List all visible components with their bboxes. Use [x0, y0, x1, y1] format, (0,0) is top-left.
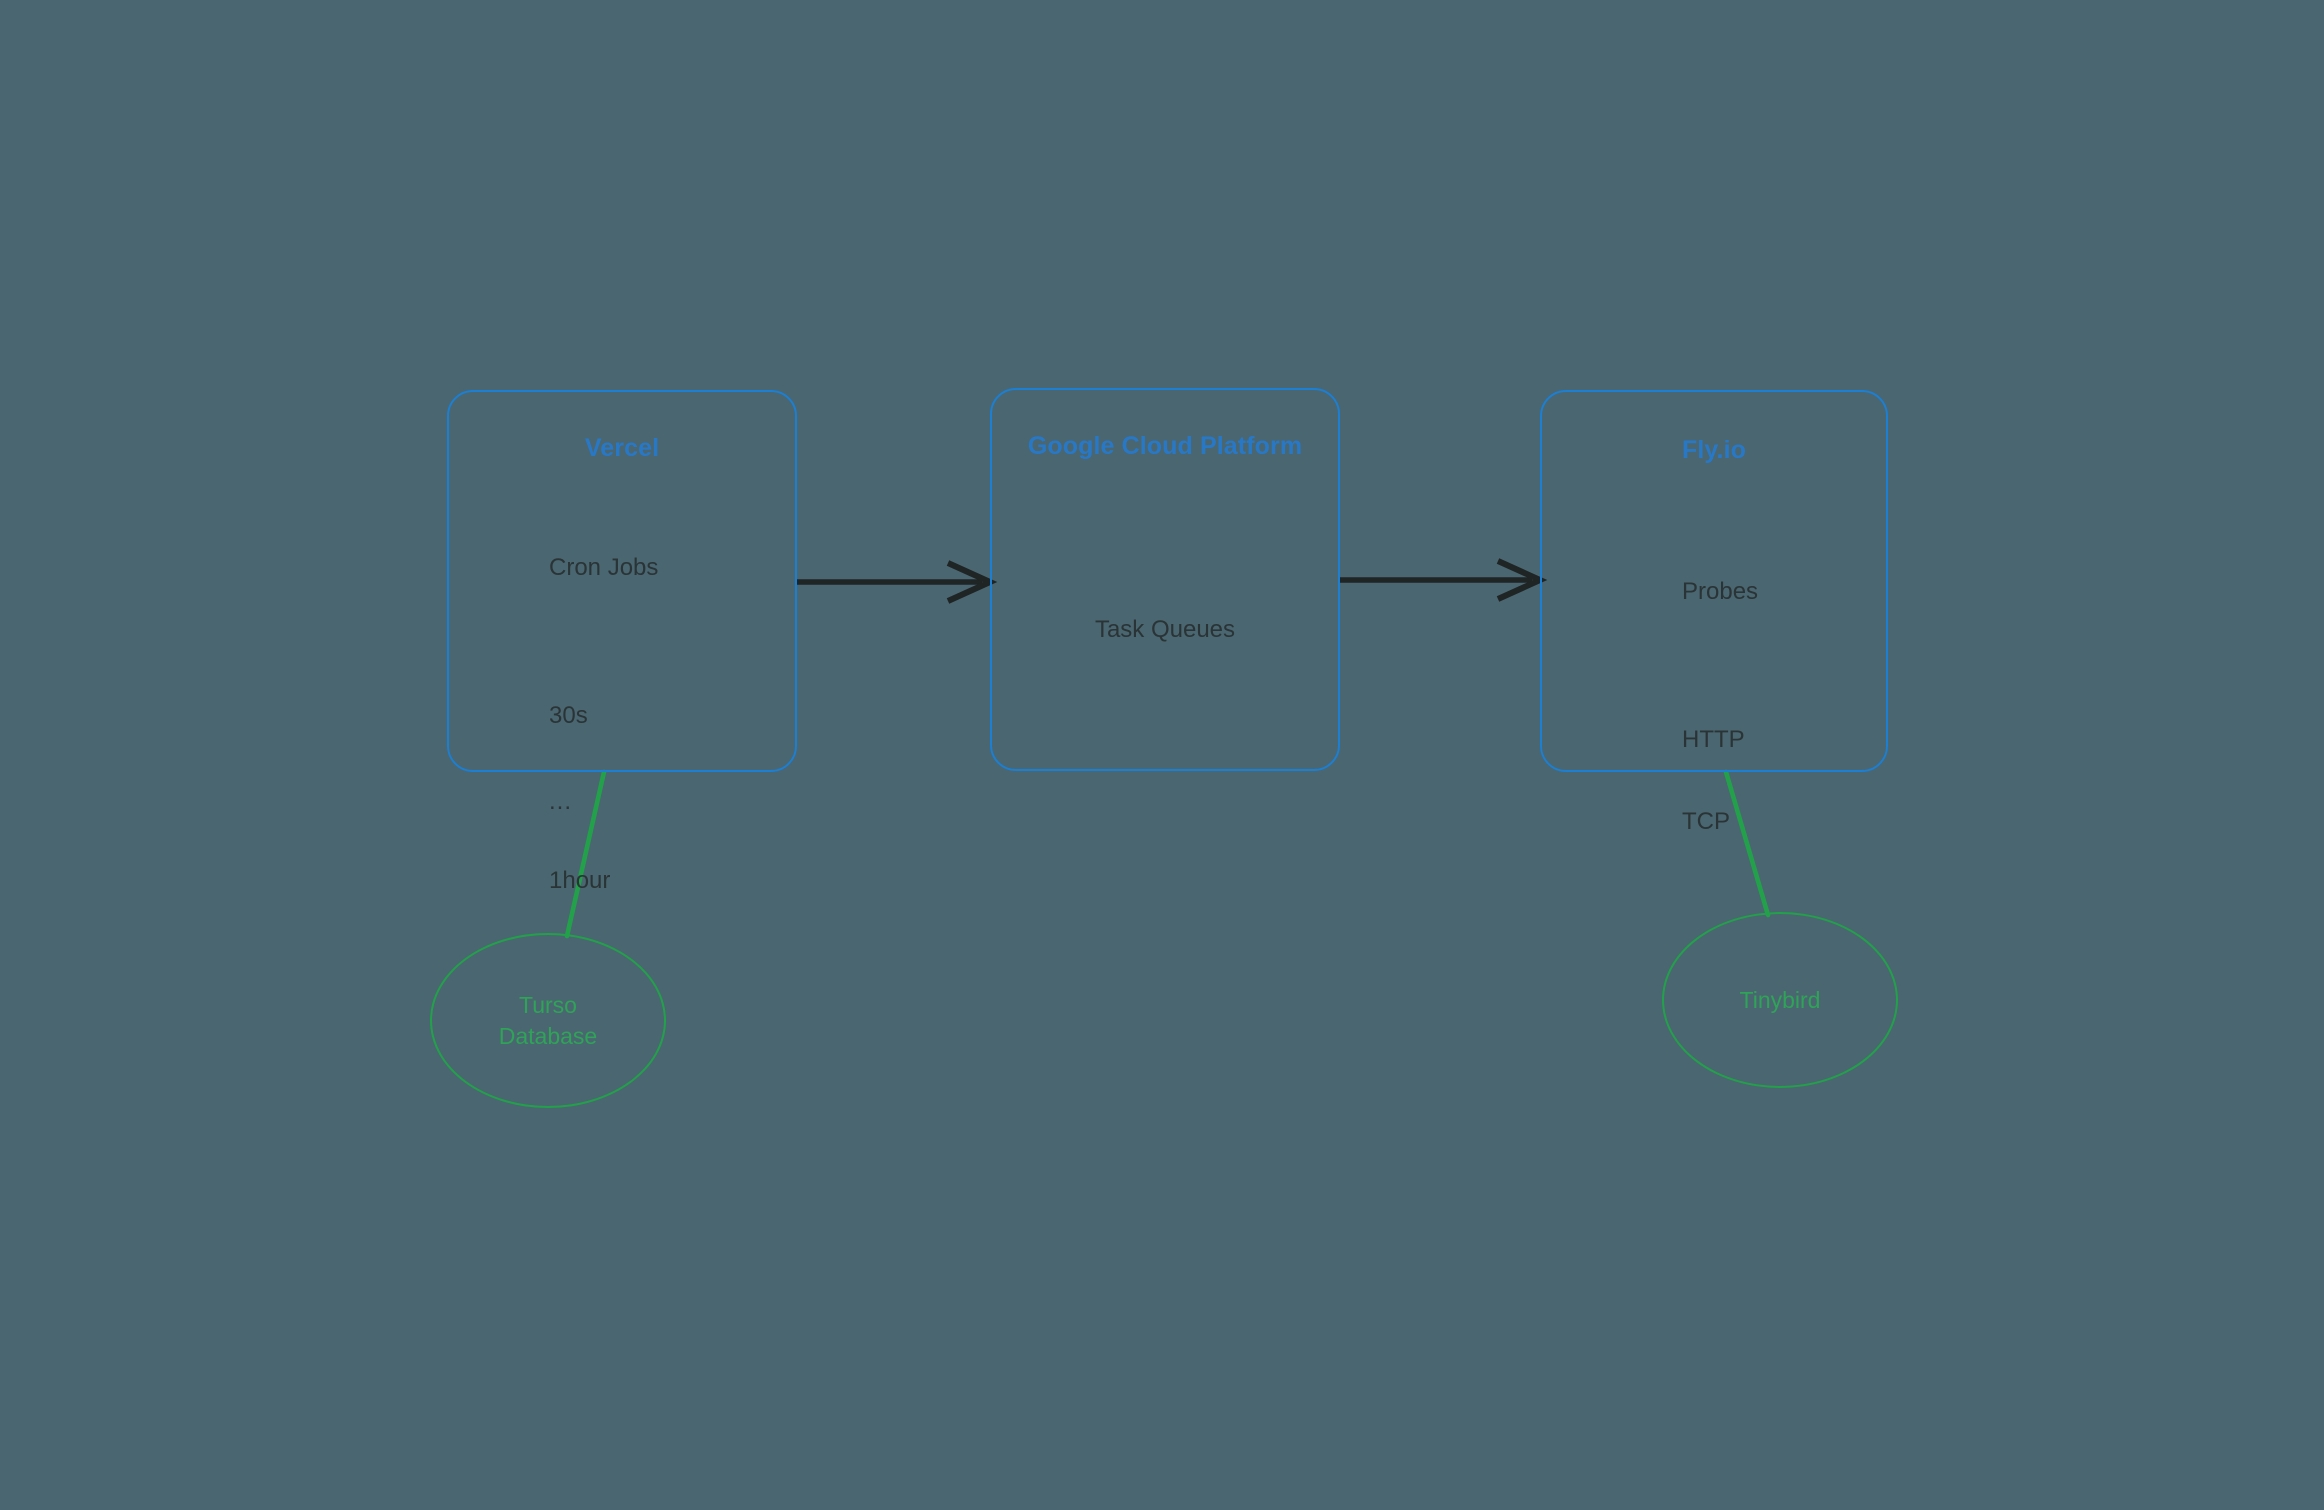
node-flyio-protocol-http: HTTP — [1682, 726, 1745, 753]
node-tinybird-label: Tinybird — [1739, 986, 1821, 1013]
node-gcp-title: Google Cloud Platform — [1027, 432, 1303, 460]
node-vercel-body: Cron Jobs 30s ... 1hour — [549, 508, 658, 941]
node-tinybird[interactable]: Tinybird — [1662, 912, 1898, 1088]
node-vercel-interval-first: 30s — [549, 702, 588, 729]
node-vercel-heading: Cron Jobs — [549, 554, 659, 581]
node-flyio-heading: Probes — [1682, 578, 1759, 605]
spacer — [1682, 652, 1758, 680]
node-gcp[interactable]: Google Cloud Platform Task Queues — [990, 388, 1340, 771]
node-vercel[interactable]: Vercel Cron Jobs 30s ... 1hour — [447, 390, 797, 893]
node-flyio[interactable]: Fly.io Probes HTTP TCP — [1540, 390, 1888, 834]
arrow-gcp-to-flyio — [1340, 558, 1548, 602]
node-turso-database[interactable]: Turso Database — [430, 933, 666, 1108]
node-gcp-body: Task Queues — [992, 570, 1338, 690]
node-flyio-title: Fly.io — [1681, 436, 1747, 464]
node-vercel-interval-last: 1hour — [549, 867, 611, 895]
arrow-vercel-to-gcp — [796, 560, 998, 604]
spacer — [549, 628, 658, 656]
node-turso-database-label: Turso Database — [498, 992, 598, 1049]
node-flyio-body: Probes HTTP TCP — [1682, 532, 1758, 882]
node-vercel-title: Vercel — [584, 434, 660, 462]
node-flyio-protocol-tcp: TCP — [1682, 808, 1730, 835]
node-vercel-ellipsis: ... — [549, 788, 573, 815]
node-gcp-label: Task Queues — [1094, 616, 1236, 643]
